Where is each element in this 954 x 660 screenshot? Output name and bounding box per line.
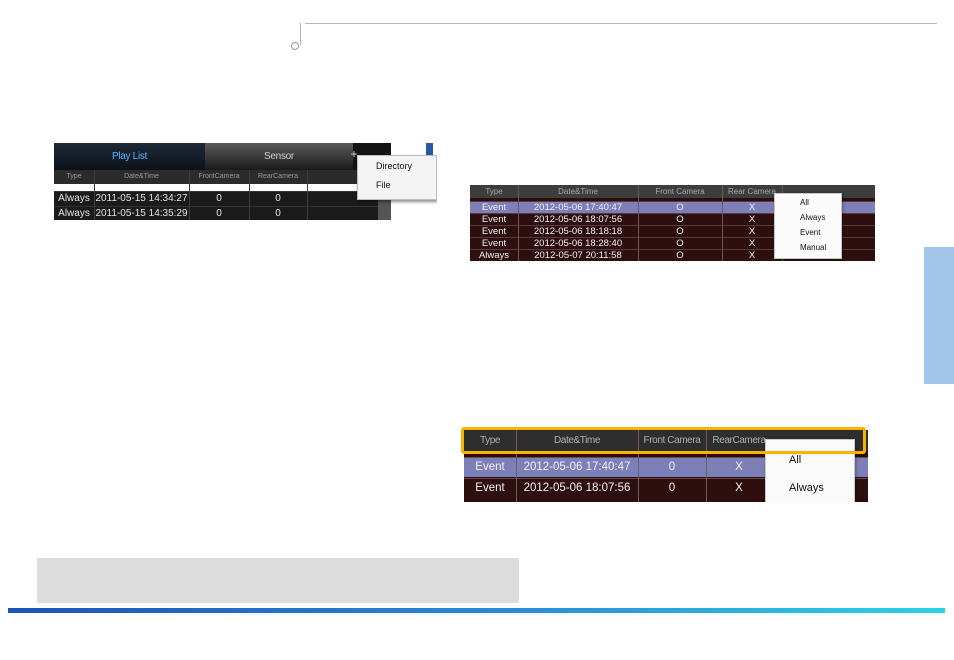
tab-bar: Play List Sensor + <box>54 143 391 170</box>
cell-rear-camera: X <box>748 226 756 237</box>
column-header-front-camera[interactable]: Front Camera <box>655 187 705 196</box>
cell-front-camera: 0 <box>668 461 676 473</box>
menu-item-always[interactable]: Always <box>800 213 826 222</box>
column-header-front-camera[interactable]: FrontCamera <box>198 173 240 180</box>
window-edge-accent <box>426 143 433 163</box>
column-header-rear-camera[interactable]: RearCamera <box>257 173 299 180</box>
cell-type: Always <box>478 250 510 261</box>
cell-rear-camera: X <box>748 214 756 225</box>
cell-datetime: 2012-05-06 18:07:56 <box>523 482 631 494</box>
column-header-datetime[interactable]: Date&Time <box>553 435 601 446</box>
column-divider <box>189 170 190 220</box>
cell-datetime: 2012-05-06 18:18:18 <box>533 226 623 237</box>
menu-item-directory[interactable]: Directory <box>376 161 413 171</box>
cell-front-camera: 0 <box>668 482 676 494</box>
menu-item-always[interactable]: Always <box>789 482 824 494</box>
bottom-gradient-rule <box>8 608 945 613</box>
cell-rear-camera: X <box>748 238 756 249</box>
menu-item-all[interactable]: All <box>789 454 802 466</box>
cell-rear-camera: X <box>748 202 756 213</box>
menu-item-all[interactable]: All <box>800 198 809 207</box>
cell-type: Event <box>481 202 507 213</box>
cell-type: Event <box>481 238 507 249</box>
cell-rear-camera: X <box>748 250 756 261</box>
cell-type: Event <box>475 461 505 473</box>
cell-front-camera: O <box>676 238 684 249</box>
column-divider <box>706 430 707 502</box>
column-divider <box>307 170 308 220</box>
table-header: Type Date&Time Front Camera Rear Camera <box>470 185 875 198</box>
table-row[interactable]: Event 2012-05-06 18:18:18 O X <box>470 225 875 238</box>
cell-front-camera: 0 <box>216 208 222 219</box>
header-highlight-box <box>461 427 866 454</box>
column-header-type[interactable]: Type <box>479 435 501 446</box>
cell-datetime: 2012-05-06 17:40:47 <box>523 461 631 473</box>
tab-sensor[interactable]: Sensor <box>205 143 353 170</box>
cell-datetime: 2012-05-07 20:11:58 <box>534 250 622 261</box>
menu-item-event[interactable]: Event <box>800 228 821 237</box>
cell-type: Always <box>58 193 90 204</box>
cell-rear-camera: 0 <box>275 193 281 204</box>
menu-item-file[interactable]: File <box>376 180 391 190</box>
table-row[interactable]: Always 2011-05-15 14:34:27 0 0 <box>54 191 391 206</box>
cell-front-camera: O <box>676 214 684 225</box>
column-divider <box>249 170 250 220</box>
column-divider <box>638 430 639 502</box>
column-header-rear-camera[interactable]: RearCamera <box>712 435 766 446</box>
playlist-screenshot: Play List Sensor + Type Date&Time FrontC… <box>54 143 437 220</box>
cell-front-camera: O <box>676 250 684 261</box>
cell-datetime: 2011-05-15 14:35:29 <box>95 208 188 219</box>
table-row[interactable]: Event 2012-05-06 18:07:56 O X <box>470 213 875 226</box>
filter-screenshot: Type Date&Time Front Camera Rear Camera … <box>470 185 875 261</box>
chapter-side-tab[interactable] <box>924 247 954 384</box>
column-header-type[interactable]: Type <box>66 173 82 180</box>
tab-play-list[interactable]: Play List <box>54 143 205 170</box>
column-header-front-camera[interactable]: Front Camera <box>643 435 701 446</box>
table-header: Type Date&Time FrontCamera RearCamera <box>54 170 391 184</box>
column-divider <box>516 430 517 502</box>
cell-rear-camera: X <box>735 461 743 473</box>
column-header-datetime[interactable]: Date&Time <box>558 187 598 196</box>
column-header-datetime[interactable]: Date&Time <box>124 173 159 180</box>
menu-item-manual[interactable]: Manual <box>800 243 827 252</box>
cell-type: Event <box>481 226 507 237</box>
cell-datetime: 2012-05-06 18:28:40 <box>533 238 623 249</box>
top-rule <box>305 23 937 24</box>
add-icon[interactable]: + <box>350 147 358 161</box>
column-divider <box>722 185 723 261</box>
cell-front-camera: O <box>676 226 684 237</box>
table-row[interactable]: Always 2012-05-07 20:11:58 O X <box>470 249 875 261</box>
cell-front-camera: 0 <box>216 193 222 204</box>
table-row[interactable]: Event 2012-05-06 17:40:47 O X <box>470 201 875 214</box>
cell-datetime: 2012-05-06 17:40:47 <box>533 202 623 213</box>
table-row[interactable]: Event 2012-05-06 18:28:40 O X <box>470 237 875 250</box>
top-rule-hook <box>300 23 306 45</box>
column-divider <box>518 185 519 261</box>
type-filter-menu: All Always Event Manual <box>774 193 842 259</box>
cell-type: Event <box>481 214 507 225</box>
add-dropdown-menu: Directory File <box>357 155 437 200</box>
column-divider <box>638 185 639 261</box>
cell-front-camera: O <box>676 202 684 213</box>
top-rule-ring <box>291 42 299 50</box>
type-filter-menu: All Always <box>765 439 855 502</box>
cell-type: Event <box>475 482 505 494</box>
cell-type: Always <box>58 208 90 219</box>
cell-datetime: 2012-05-06 18:07:56 <box>533 214 623 225</box>
cell-rear-camera: X <box>735 482 743 494</box>
cell-rear-camera: 0 <box>275 208 281 219</box>
header-highlight-screenshot: Type Date&Time Front Camera RearCamera E… <box>464 430 868 502</box>
cell-datetime: 2011-05-15 14:34:27 <box>95 193 188 204</box>
column-divider <box>94 170 95 220</box>
table-row[interactable]: Always 2011-05-15 14:35:29 0 0 <box>54 206 391 220</box>
column-header-type[interactable]: Type <box>485 187 503 196</box>
note-box <box>37 558 519 603</box>
column-header-rear-camera[interactable]: Rear Camera <box>727 187 776 196</box>
